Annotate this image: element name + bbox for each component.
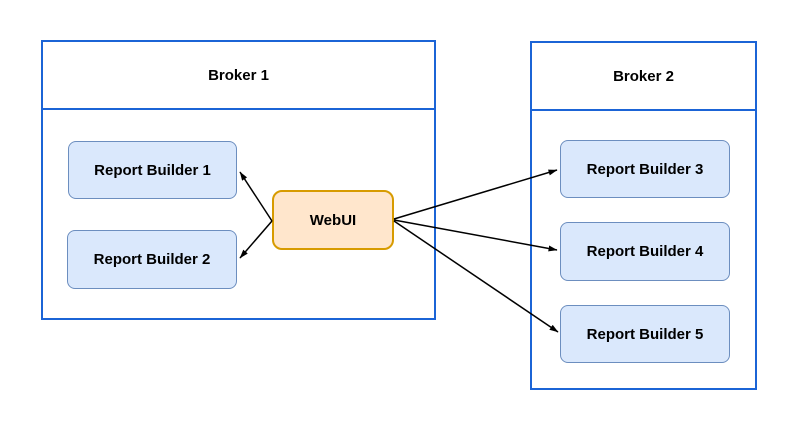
node-report-builder-5-label: Report Builder 5 [586, 325, 704, 343]
container-broker-1-title: Broker 1 [208, 66, 269, 84]
node-report-builder-1-label: Report Builder 1 [94, 161, 211, 179]
node-report-builder-5: Report Builder 5 [560, 305, 730, 363]
node-webui-label: WebUI [309, 211, 357, 229]
node-webui: WebUI [272, 190, 394, 250]
node-report-builder-2: Report Builder 2 [67, 230, 237, 289]
node-report-builder-2-label: Report Builder 2 [93, 251, 211, 268]
container-broker-2-header: Broker 2 [532, 43, 755, 111]
node-report-builder-3: Report Builder 3 [560, 140, 730, 198]
container-broker-1-header: Broker 1 [43, 42, 434, 110]
node-report-builder-4: Report Builder 4 [560, 222, 730, 281]
node-report-builder-1: Report Builder 1 [68, 141, 237, 199]
container-broker-2-title: Broker 2 [613, 67, 674, 85]
node-report-builder-3-label: Report Builder 3 [586, 160, 704, 178]
node-report-builder-4-label: Report Builder 4 [586, 243, 704, 260]
